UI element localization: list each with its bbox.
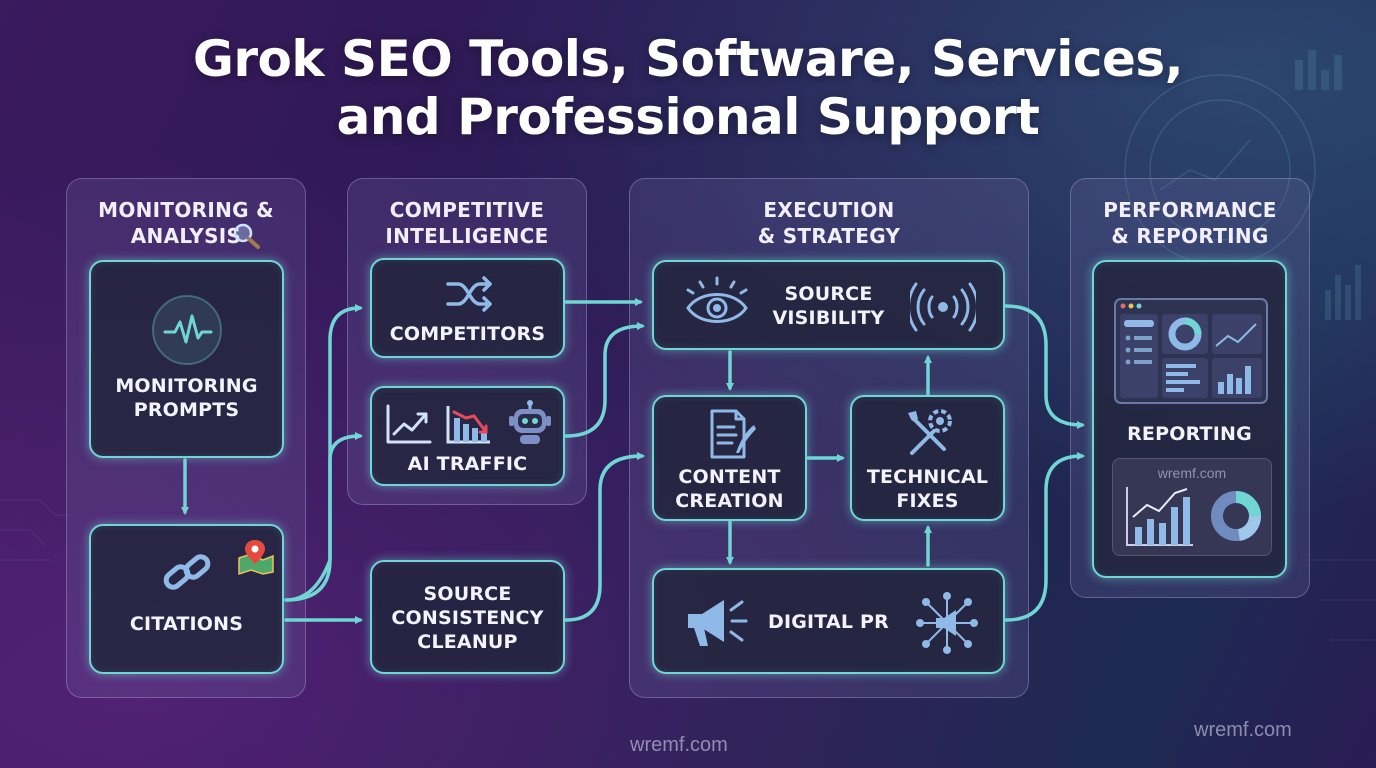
- watermark-center: wremf.com: [630, 734, 728, 756]
- bar-line-chart-icon: [1126, 487, 1193, 546]
- column-heading-competitive: COMPETITIVE INTELLIGENCE: [385, 198, 549, 248]
- label-citations: CITATIONS: [129, 613, 244, 635]
- column-heading-execution: EXECUTION & STRATEGY: [757, 198, 901, 248]
- trend-up-chart-icon: [386, 404, 432, 444]
- report-preview-panel: wremf.com: [1112, 458, 1272, 556]
- label-ai-traffic: AI TRAFFIC: [407, 453, 528, 475]
- robot-icon: [509, 400, 551, 444]
- label-reporting: REPORTING: [1127, 423, 1252, 445]
- megaphone-icon: [688, 600, 748, 646]
- chain-link-icon: [163, 554, 211, 590]
- label-competitors: COMPETITORS: [389, 323, 546, 345]
- node-reporting[interactable]: REPORTING wremf.com: [1092, 260, 1287, 578]
- node-source-consistency-cleanup[interactable]: SOURCE CONSISTENCY CLEANUP: [370, 560, 565, 674]
- node-ai-traffic[interactable]: AI TRAFFIC: [370, 386, 565, 486]
- title-line-2: and Professional Support: [336, 88, 1040, 146]
- signal-waves-icon: [910, 282, 976, 332]
- title-line-1: Grok SEO Tools, Software, Services,: [192, 30, 1184, 88]
- node-monitoring-prompts[interactable]: MONITORING PROMPTS: [89, 260, 284, 458]
- document-quill-icon: [710, 409, 756, 459]
- watermark-right: wremf.com: [1194, 719, 1292, 741]
- node-citations[interactable]: CITATIONS: [89, 524, 284, 674]
- node-digital-pr[interactable]: DIGITAL PR: [652, 568, 1005, 674]
- node-content-creation[interactable]: CONTENT CREATION: [652, 395, 807, 521]
- trend-down-chart-icon: [446, 406, 490, 444]
- node-source-visibility[interactable]: SOURCE VISIBILITY: [652, 260, 1005, 350]
- node-technical-fixes[interactable]: TECHNICAL FIXES: [850, 395, 1005, 521]
- pulse-icon: [152, 295, 222, 365]
- network-megaphone-icon: [916, 592, 978, 654]
- eye-icon: [686, 276, 748, 323]
- column-heading-monitoring: MONITORING & ANALYSIS: [98, 198, 274, 248]
- column-heading-performance: PERFORMANCE & REPORTING: [1103, 198, 1277, 248]
- label-source-visibility: SOURCE VISIBILITY: [772, 283, 885, 329]
- shuffle-icon: [446, 276, 492, 312]
- label-digital-pr: DIGITAL PR: [768, 611, 889, 633]
- wrench-gear-icon: [908, 409, 952, 455]
- donut-chart-icon: [1211, 491, 1261, 541]
- map-pin-icon: [238, 540, 274, 576]
- label-source-consistency-cleanup: SOURCE CONSISTENCY CLEANUP: [391, 583, 544, 653]
- label-monitoring-prompts: MONITORING PROMPTS: [115, 375, 258, 421]
- page-title: Grok SEO Tools, Software, Services, and …: [0, 30, 1376, 146]
- label-content-creation: CONTENT CREATION: [675, 466, 784, 512]
- node-competitors[interactable]: COMPETITORS: [370, 258, 565, 358]
- dashboard-icon: [1114, 298, 1268, 404]
- report-panel-url: wremf.com: [1157, 465, 1227, 481]
- magnifier-icon: [233, 223, 260, 249]
- label-technical-fixes: TECHNICAL FIXES: [866, 466, 989, 512]
